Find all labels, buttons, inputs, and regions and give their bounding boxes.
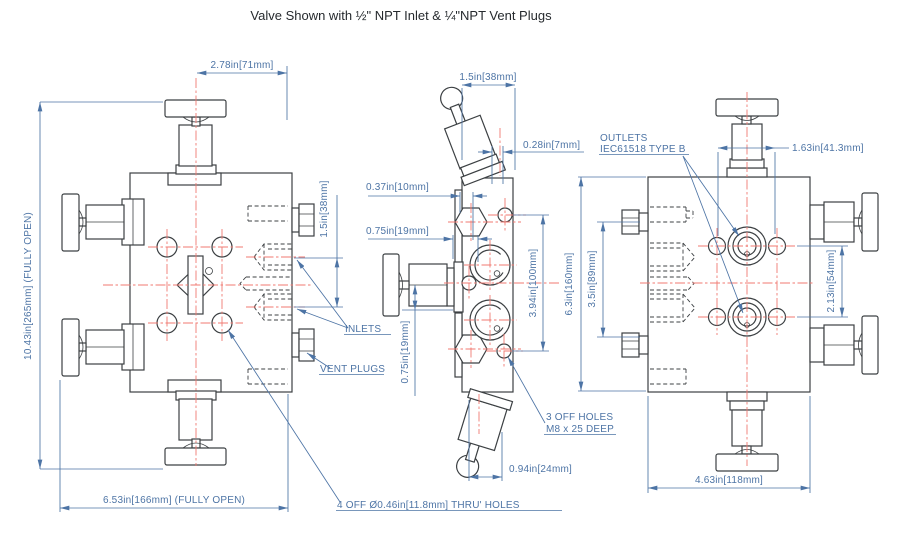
front-hidden-ports (239, 205, 292, 385)
t-handle (61, 318, 80, 377)
side-centerlines (444, 128, 560, 434)
side-dimensions: 1.5in[38mm] 0.28in[7mm] 0.37in[10mm] 0.7… (366, 72, 616, 481)
vent-plug-bottom (291, 328, 315, 362)
rear-dim-bolt-spacing: 3.5in[89mm] (587, 250, 598, 307)
front-view: 2.78in[71mm] 10.43in[265mm] (FULLY OPEN)… (23, 60, 562, 512)
rear-centerlines (640, 92, 815, 466)
rear-hex-bolt-bottom (621, 332, 649, 358)
side-dim-handle-width: 1.5in[38mm] (459, 72, 516, 83)
label-outlets-1: OUTLETS (600, 133, 648, 144)
rear-dim-body-height: 6.3in[160mm] (564, 252, 575, 315)
inlet-port-top (253, 243, 292, 271)
t-handle (61, 193, 80, 252)
rear-view: OUTLETS IEC61518 TYPE B 1.63in[41.3mm] 2… (564, 92, 879, 493)
drawing-title: Valve Shown with ½" NPT Inlet & ¼"NPT Ve… (250, 8, 552, 23)
t-handle (164, 99, 227, 118)
rear-right-valve-bottom (809, 315, 879, 375)
side-top-lever (440, 86, 507, 187)
vent-plug-top (291, 203, 315, 237)
side-dim-hole-offset: 0.37in[10mm] (366, 182, 429, 193)
front-bottom-valve (164, 379, 227, 466)
rear-right-valve-top (809, 192, 879, 252)
label-vent-plugs: VENT PLUGS (320, 364, 385, 375)
inlet-port-bottom (253, 293, 292, 321)
side-dim-port-offset-bottom: 0.75in[19mm] (400, 320, 411, 383)
front-dim-width: 6.53in[166mm] (FULLY OPEN) (103, 495, 245, 506)
side-left-valve (382, 253, 464, 317)
front-top-valve (164, 99, 227, 186)
outlets-leader (682, 155, 744, 314)
front-dim-handle-offset: 2.78in[71mm] (211, 60, 274, 71)
side-dim-port-offset-top: 0.75in[19mm] (366, 226, 429, 237)
label-mount-holes-1: 3 OFF HOLES (546, 412, 613, 423)
outlets-leader (682, 155, 740, 237)
front-dim-inlet-spacing: 1.5in[38mm] (319, 180, 330, 237)
front-dimensions: 2.78in[71mm] 10.43in[265mm] (FULLY OPEN)… (23, 60, 562, 512)
inlets-leader (296, 259, 349, 329)
thru-holes-leader (227, 329, 341, 503)
t-handle (861, 315, 879, 375)
outlet-top (707, 226, 787, 266)
label-outlets-2: IEC61518 TYPE B (600, 144, 686, 155)
side-dim-lever-offset: 0.28in[7mm] (523, 140, 580, 151)
rear-dim-body-width: 4.63in[118mm] (695, 475, 763, 486)
front-left-valve-bottom (61, 318, 145, 377)
rear-dimensions: OUTLETS IEC61518 TYPE B 1.63in[41.3mm] 2… (564, 133, 864, 493)
rear-hidden-ports (650, 206, 696, 385)
rear-dim-outlet-offset: 1.63in[41.3mm] (792, 143, 864, 154)
side-dim-lever-bottom: 0.94in[24mm] (509, 464, 572, 475)
label-inlets: INLETS (345, 324, 381, 335)
rear-body (647, 176, 811, 393)
rear-dim-outlet-spacing: 2.13in[54mm] (826, 249, 837, 312)
vent-plugs-leader (306, 352, 331, 369)
inlets-leader (296, 308, 349, 329)
mount-holes-leader (507, 356, 546, 424)
t-handle (861, 192, 879, 252)
front-left-valve-top (61, 193, 145, 252)
front-centerlines (103, 78, 312, 466)
label-thru-holes: 4 OFF Ø0.46in[11.8mm] THRU' HOLES (337, 500, 520, 511)
side-dim-hole-spacing: 3.94in[100mm] (528, 249, 539, 318)
t-handle (164, 447, 227, 466)
front-dim-height: 10.43in[265mm] (FULLY OPEN) (23, 212, 34, 360)
label-mount-holes-2: M8 x 25 DEEP (546, 424, 614, 435)
side-view: 1.5in[38mm] 0.28in[7mm] 0.37in[10mm] 0.7… (366, 72, 616, 481)
t-handle (382, 253, 400, 317)
